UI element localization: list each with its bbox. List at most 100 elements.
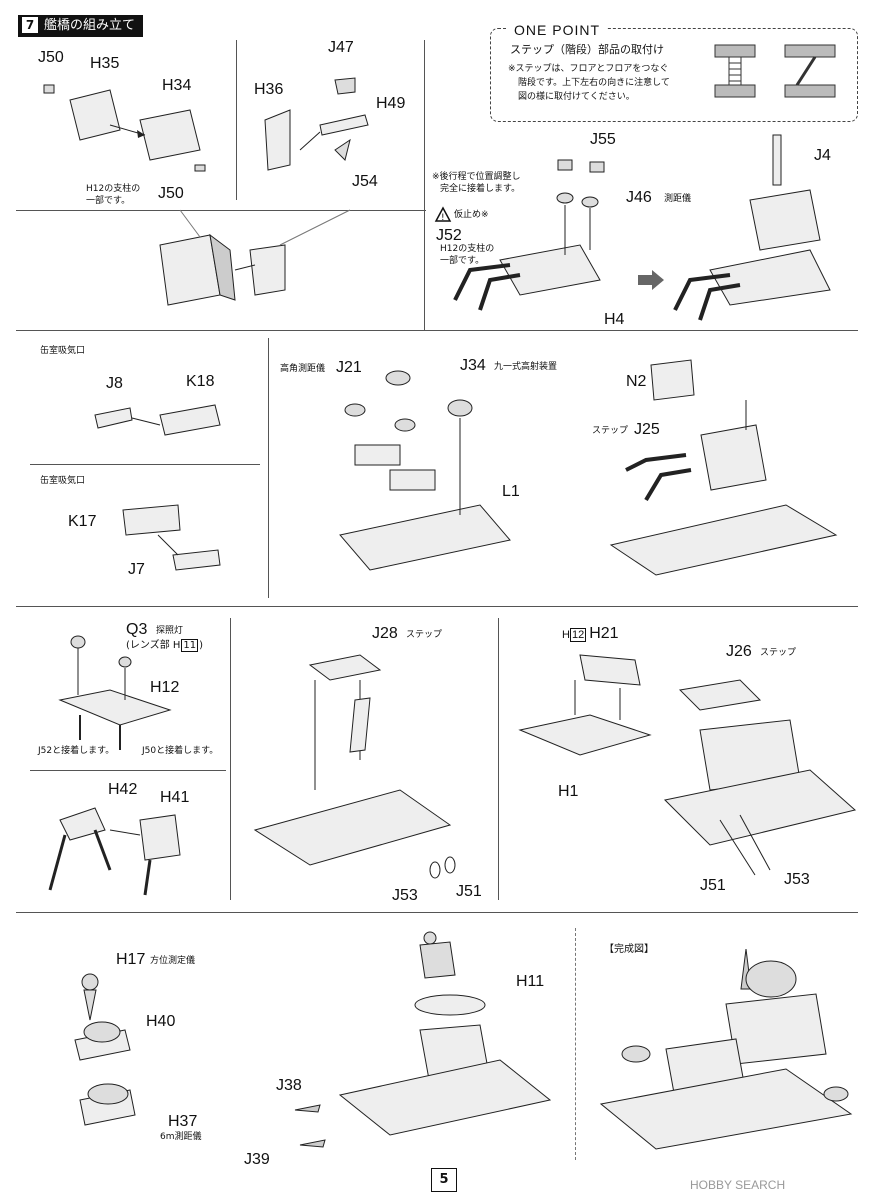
label-h21-prefix: H — [562, 629, 570, 641]
one-point-text-3: 図の様に取付けてください。 — [518, 92, 635, 102]
note-type91-director: 九一式高射装置 — [494, 362, 558, 372]
completed-bridge-drawing — [599, 948, 853, 1150]
label-k18: K18 — [186, 373, 215, 390]
label-j53-b: J53 — [784, 871, 810, 888]
label-j50-bottom: J50 — [158, 185, 184, 202]
label-j4: J4 — [814, 147, 831, 164]
note-lens-part-b: ) — [199, 640, 204, 651]
label-step-j25: ステップ — [592, 426, 629, 436]
label-j55: J55 — [590, 131, 616, 148]
label-j54: J54 — [352, 173, 378, 190]
label-h12-box: 12 — [569, 628, 587, 642]
label-j25: J25 — [634, 421, 660, 438]
label-h17: H17 — [116, 951, 146, 968]
label-completed-view: 【完成図】 — [604, 944, 654, 955]
divider-row1-sub — [16, 210, 426, 211]
note-temp-fix: 仮止め※ — [454, 210, 489, 220]
h34-h36-combined-drawing — [159, 209, 351, 306]
step-header: 7 艦橋の組み立て — [18, 15, 144, 37]
label-h21-text: H21 — [589, 625, 619, 642]
h1-h21-drawing — [518, 654, 652, 756]
h4-platform-drawing — [453, 159, 605, 311]
label-j47: J47 — [328, 39, 354, 56]
j8-k18-drawing — [94, 404, 221, 436]
arrow-right-icon — [638, 270, 664, 290]
label-q3: Q3 — [126, 621, 148, 638]
divider-col-c — [268, 338, 269, 598]
label-j46: J46 — [626, 189, 652, 206]
label-h1: H1 — [558, 783, 579, 800]
label-j52: J52 — [436, 227, 462, 244]
label-j34: J34 — [460, 357, 486, 374]
h17-h40-h37-drawing — [74, 973, 136, 1126]
label-h4: H4 — [604, 311, 625, 328]
label-boiler-vent-2: 缶室吸気口 — [40, 476, 86, 486]
note-direction-finder: 方位測定儀 — [150, 956, 196, 966]
label-j51-a: J51 — [456, 883, 482, 900]
divider-vent — [30, 464, 260, 465]
note-searchlight: 探照灯 — [156, 626, 184, 636]
page-number: 5 — [431, 1168, 457, 1192]
k17-j7-drawing — [122, 504, 221, 571]
label-j7: J7 — [128, 561, 145, 578]
divider-row1 — [16, 330, 858, 331]
label-h49: H49 — [376, 95, 406, 112]
bridge-assembly-drawing-2 — [253, 654, 456, 879]
note-lens-part-a: (レンズ部 H — [126, 640, 181, 651]
label-j38: J38 — [276, 1077, 302, 1094]
label-h12: H12 — [150, 679, 180, 696]
bridge-assembly-drawing-1 — [609, 359, 838, 576]
label-j21: J21 — [336, 359, 362, 376]
l1-deck-drawing — [339, 370, 511, 571]
note-h12-pillar-b2: 一部です。 — [440, 256, 485, 266]
one-point-title: ONE POINT — [508, 22, 607, 38]
label-j39: J39 — [244, 1151, 270, 1168]
note-h12-pillar: H12の支柱の — [86, 184, 141, 194]
label-h40: H40 — [146, 1013, 176, 1030]
label-high-angle-rangefinder: 高角測距儀 — [280, 364, 326, 374]
note-bond-j52: J52と接着します。 — [38, 746, 115, 756]
svg-text:!: ! — [441, 213, 445, 223]
note-adjust-2: 完全に接着します。 — [440, 184, 521, 194]
label-h36: H36 — [254, 81, 284, 98]
note-lens-part-num: 11 — [181, 639, 199, 652]
label-h37: H37 — [168, 1113, 198, 1130]
note-6m-rangefinder: 6m測距儀 — [160, 1132, 202, 1142]
label-boiler-vent-1: 缶室吸気口 — [40, 346, 86, 356]
bridge-assembly-drawing-4 — [294, 931, 552, 1148]
label-j26: J26 — [726, 643, 752, 660]
label-h34: H34 — [162, 77, 192, 94]
label-h41: H41 — [160, 789, 190, 806]
label-l1: L1 — [502, 483, 520, 500]
divider-col-e — [498, 618, 499, 900]
label-j51-b: J51 — [700, 877, 726, 894]
label-n2: N2 — [626, 373, 647, 390]
step-number: 7 — [22, 17, 38, 33]
note-bond-j50: J50と接着します。 — [142, 746, 219, 756]
label-j8: J8 — [106, 375, 123, 392]
label-h42: H42 — [108, 781, 138, 798]
divider-col-d — [230, 618, 231, 900]
h12-q3-drawing — [58, 635, 172, 750]
divider-q3 — [30, 770, 226, 771]
label-h35: H35 — [90, 55, 120, 72]
one-point-text-2: 階段です。上下左右の向きに注意して — [518, 78, 670, 88]
note-adjust-1: ※後行程で位置調整し — [432, 172, 521, 182]
one-point-text-1: ※ステップは、フロアとフロアをつなぐ — [508, 64, 669, 74]
watermark: HOBBY SEARCH — [690, 1178, 786, 1192]
h41-h42-drawing — [48, 807, 181, 896]
note-step-j26: ステップ — [760, 648, 797, 658]
divider-col-b — [424, 40, 425, 330]
h34-h35-assembly-drawing — [43, 84, 206, 172]
h36-h49-assembly-drawing — [264, 77, 369, 171]
note-rangefinder-j46: 測距儀 — [664, 194, 692, 204]
divider-col-a — [236, 40, 237, 200]
divider-row2 — [16, 606, 858, 607]
step-title: 艦橋の組み立て — [44, 18, 136, 33]
bridge-assembly-drawing-3 — [663, 679, 857, 876]
label-j53-a: J53 — [392, 887, 418, 904]
one-point-box — [490, 28, 858, 122]
divider-row3 — [16, 912, 858, 913]
